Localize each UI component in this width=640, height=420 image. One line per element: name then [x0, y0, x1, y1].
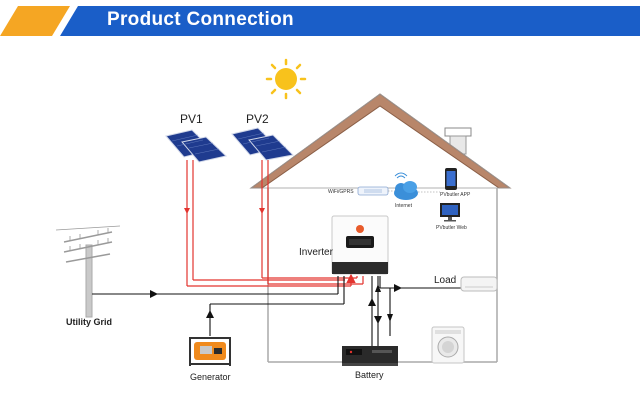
utility-grid-label: Utility Grid — [66, 317, 113, 327]
utility-pole-icon — [55, 225, 121, 318]
air-conditioner-icon — [460, 276, 498, 292]
web-label: PVbutler Web — [436, 225, 467, 231]
cloud-icon — [394, 181, 418, 200]
pv1-label: PV1 — [180, 112, 203, 126]
inverter-label: Inverter — [299, 247, 333, 258]
monitor-web-icon — [440, 203, 460, 222]
wifi-label: WiFi/GPRS — [328, 189, 354, 195]
washing-machine-icon — [431, 326, 465, 364]
battery-icon — [342, 346, 398, 366]
chimney-cap — [444, 127, 472, 137]
app-label: PVbutler APP — [440, 192, 471, 198]
wifi-module-icon — [357, 186, 389, 196]
load-label: Load — [434, 275, 457, 286]
banner-blue-bar — [60, 6, 640, 36]
roof — [249, 93, 512, 189]
sun-icon — [265, 58, 307, 100]
pv-dc-lines — [186, 160, 364, 287]
banner-orange-stripe — [0, 6, 70, 36]
phone-app-icon — [445, 168, 457, 190]
header-banner — [0, 4, 640, 38]
battery-label: Battery — [355, 370, 384, 380]
inverter-icon — [331, 215, 389, 275]
pv2-label: PV2 — [246, 112, 269, 126]
solar-panel-pv2-icon — [231, 127, 295, 161]
generator-icon — [189, 337, 231, 366]
page-title: Product Connection — [107, 9, 294, 30]
wifi-signal-icon — [394, 172, 408, 179]
solar-panel-pv1-icon — [165, 129, 228, 163]
generator-label: Generator — [190, 372, 231, 382]
ac-lines — [92, 276, 471, 346]
internet-label: Internet — [395, 203, 412, 209]
